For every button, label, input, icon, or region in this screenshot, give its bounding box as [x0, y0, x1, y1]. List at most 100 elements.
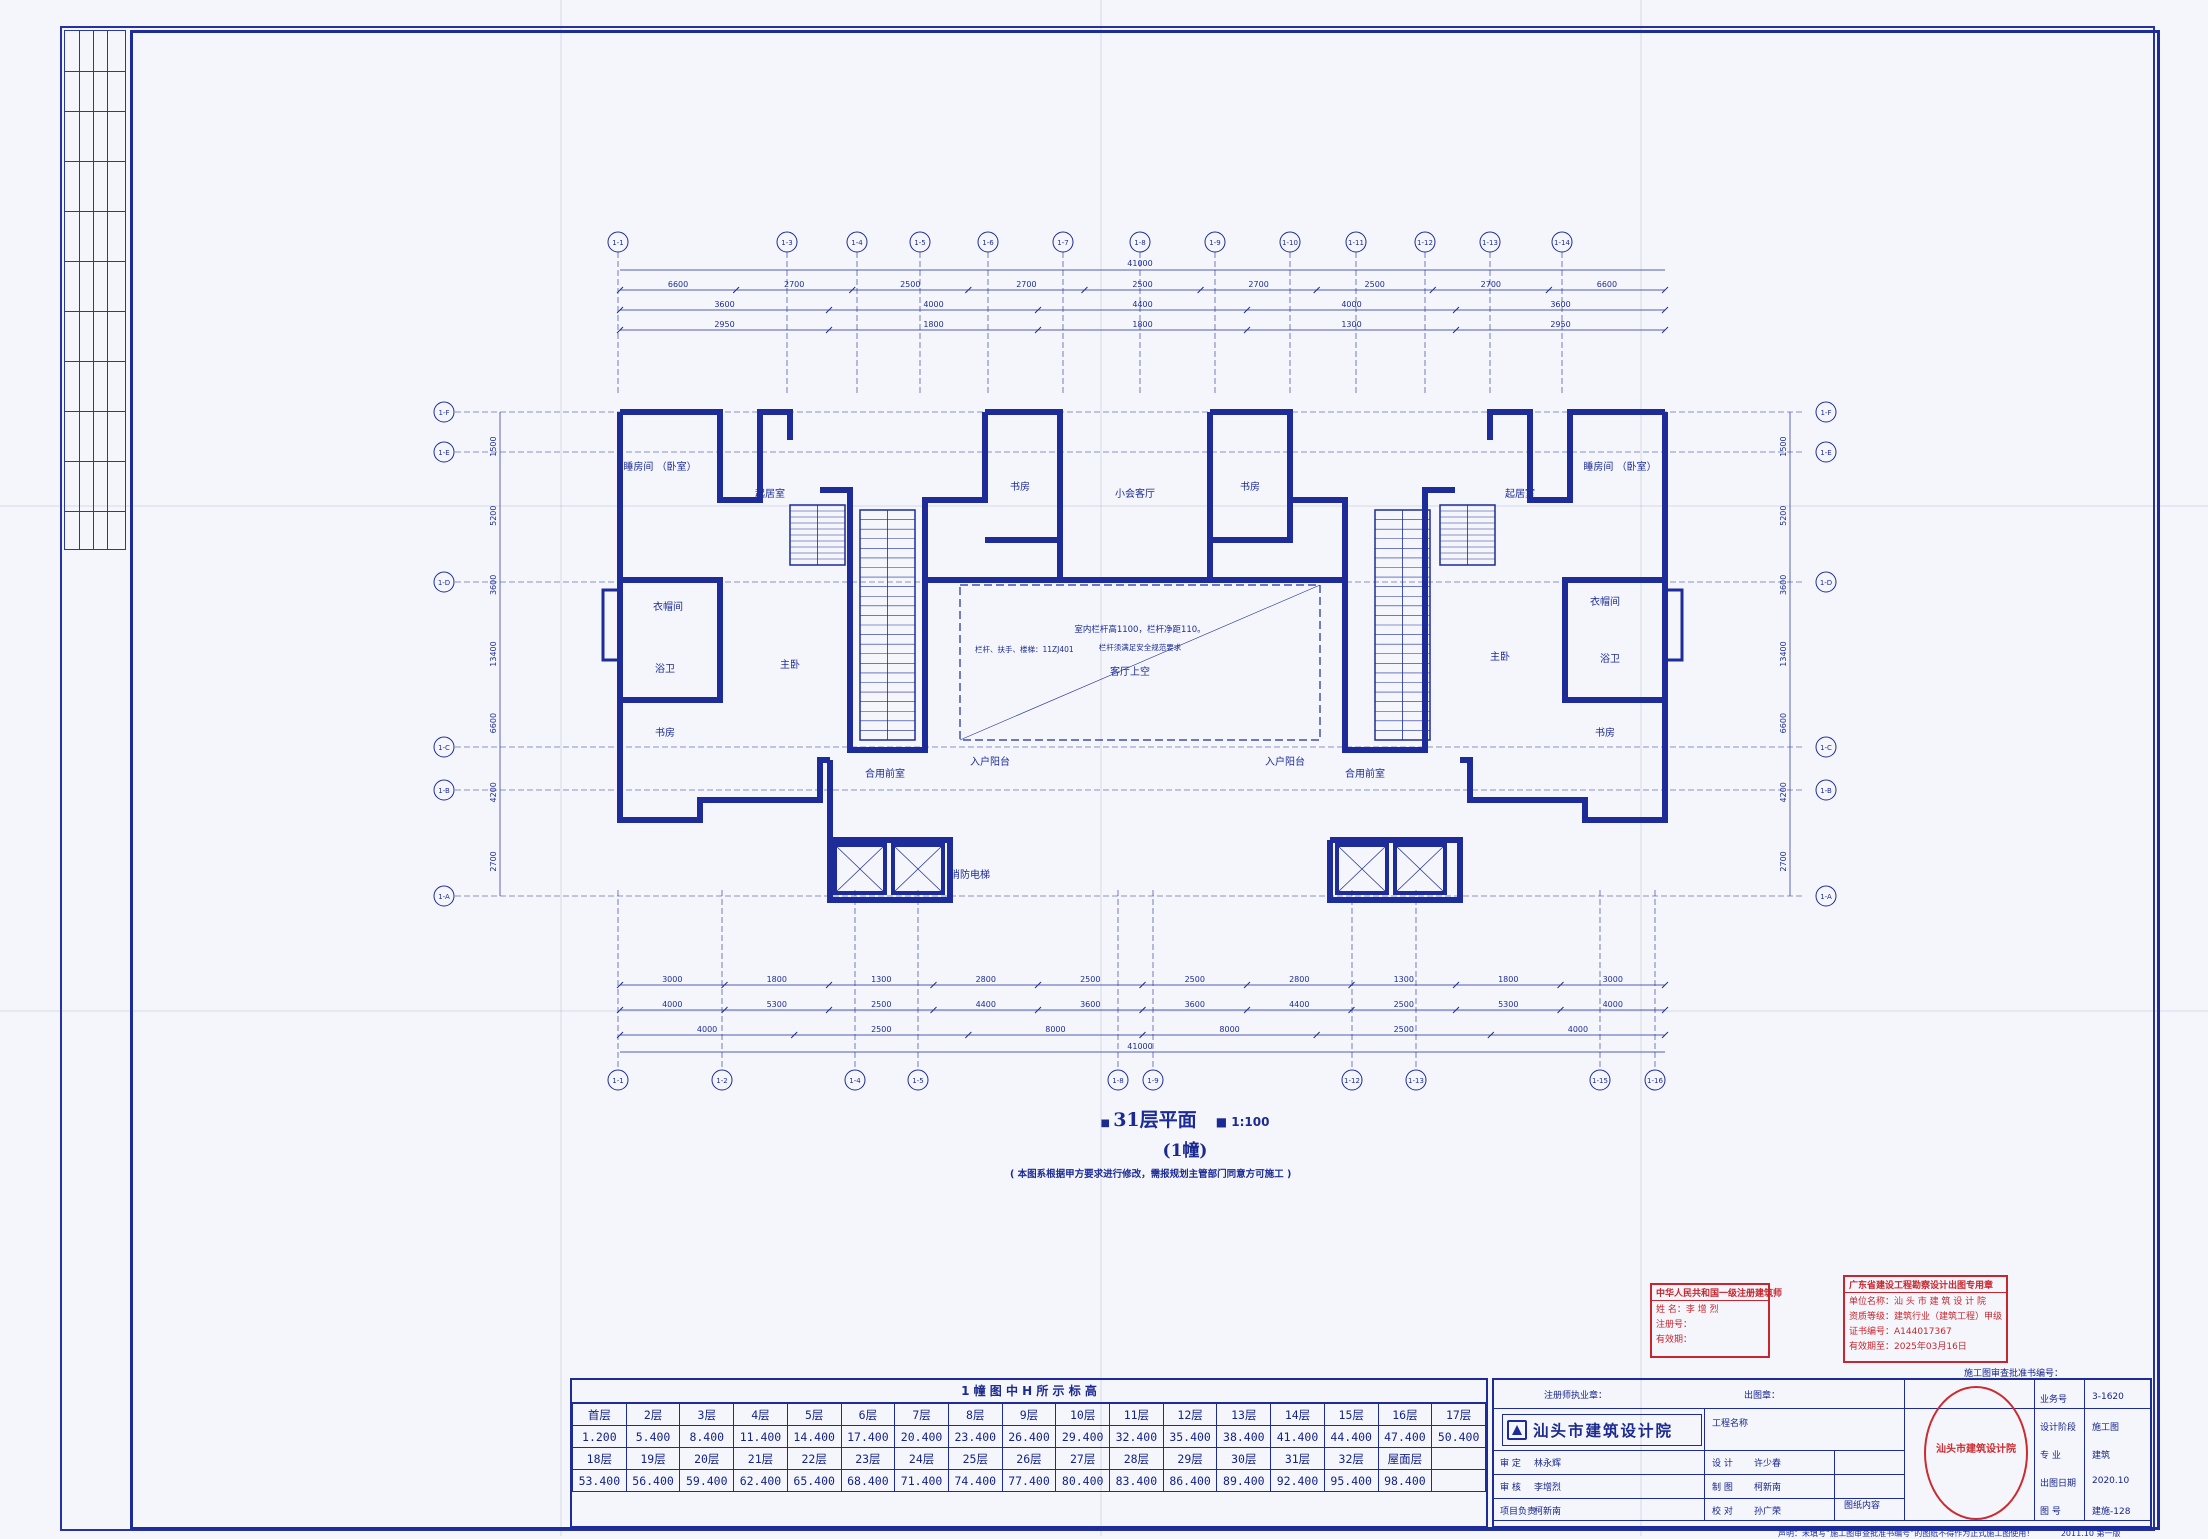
- axis-bubble: [1479, 231, 1501, 253]
- project-no: 3-1620: [2092, 1392, 2124, 1402]
- elevator-shaft: [833, 843, 887, 895]
- elev-height-cell: 29.400: [1055, 1425, 1111, 1448]
- dim-label: 5200: [489, 506, 498, 526]
- axis-bubble: [846, 231, 868, 253]
- room-label: 主卧: [1490, 650, 1510, 663]
- elev-height-cell: 50.400: [1431, 1425, 1486, 1448]
- dim-label: 1800: [923, 320, 943, 329]
- elev-floor-cell: 4层: [733, 1403, 788, 1426]
- void-outline: [959, 584, 1321, 741]
- footer-note: 声明：未填写“施工图审查批准书编号”的图纸不得作为正式施工图使用！ 2011.1…: [1778, 1528, 2120, 1539]
- elev-height-cell: 80.400: [1055, 1469, 1111, 1492]
- axis-label: 1-D: [438, 579, 450, 587]
- plan-note: 室内栏杆高1100，栏杆净距110。: [1074, 624, 1205, 635]
- room-label: 浴卫: [655, 663, 675, 675]
- sheet-label: 图 号: [2040, 1507, 2061, 1517]
- binding-col: [107, 31, 108, 549]
- elev-floor-cell: 11层: [1109, 1403, 1164, 1426]
- axis-bubble: [1644, 1069, 1666, 1091]
- role-name: 李增烈: [1534, 1483, 1562, 1493]
- dim-tick: [1661, 326, 1669, 334]
- dim-tick: [1034, 981, 1042, 989]
- room-label: 起居室: [1505, 487, 1535, 500]
- elev-height-cell: 8.400: [679, 1425, 735, 1448]
- elev-floor-cell: 16层: [1377, 1403, 1433, 1426]
- dim-label: 1800: [1132, 320, 1152, 329]
- axis-label: 1-1: [612, 1077, 623, 1085]
- dim-label: 5200: [1779, 506, 1788, 526]
- elev-height-cell: 89.400: [1216, 1469, 1272, 1492]
- tb-rule: [1494, 1474, 1904, 1475]
- elev-floor-cell: 3层: [679, 1403, 735, 1426]
- axis-label: 1-F: [1820, 409, 1831, 417]
- dim-label: 2500: [1365, 280, 1385, 289]
- elev-floor-cell: 27层: [1055, 1447, 1111, 1470]
- binding-row: [65, 261, 125, 262]
- dim-label: 2500: [1394, 1025, 1414, 1034]
- room-label: 主卧: [780, 658, 800, 671]
- axis-bubble: [607, 231, 629, 253]
- elevator-shaft: [1393, 843, 1447, 895]
- elev-floor-cell: 26层: [1001, 1447, 1057, 1470]
- inner-frame: [130, 30, 2160, 1530]
- dim-tick: [1197, 286, 1204, 294]
- dim-tick: [1429, 286, 1437, 294]
- dim-label: 6600: [1597, 280, 1617, 289]
- title-bullet: ■: [1100, 1118, 1114, 1129]
- elev-height-cell: 1.200: [572, 1425, 627, 1448]
- room-label: 衣帽间: [1590, 595, 1620, 608]
- binding-row: [65, 161, 125, 162]
- elev-height-cell: 71.400: [894, 1469, 949, 1492]
- dim-label: 3600: [1185, 1000, 1205, 1009]
- dim-tick: [1557, 981, 1564, 989]
- elev-floor-cell: 21层: [733, 1447, 788, 1470]
- plan-title: 31层平面: [1113, 1109, 1197, 1131]
- axis-bubble: [1815, 441, 1837, 463]
- elev-height-cell: 95.400: [1323, 1469, 1379, 1492]
- wall: [1487, 409, 1665, 503]
- binding-row: [65, 311, 125, 312]
- room-label: 书房: [1595, 726, 1615, 739]
- elev-floor-cell: 19层: [625, 1447, 681, 1470]
- dim-tick: [616, 326, 624, 334]
- axis-label: 1-F: [438, 409, 449, 417]
- room-labels: 睡房间 （卧室）起居室书房小会客厅书房起居室睡房间 （卧室）衣帽间浴卫主卧书房客…: [623, 460, 1656, 881]
- dim-tick: [616, 306, 624, 314]
- room-label: 入户阳台: [1265, 755, 1305, 768]
- institute-name: 汕头市建筑设计院: [1533, 1422, 1674, 1440]
- tb-rule: [1494, 1408, 2152, 1409]
- dim-tick: [616, 286, 624, 294]
- elev-floor-cell: 17层: [1431, 1403, 1486, 1426]
- binding-row: [65, 411, 125, 412]
- elev-floor-cell: 15层: [1323, 1403, 1379, 1426]
- reg-seal-label: 注册师执业章：: [1544, 1391, 1608, 1401]
- axis-label: 1-E: [1820, 449, 1831, 457]
- axis-bubble: [1589, 1069, 1611, 1091]
- dim-label: 4400: [1289, 1000, 1309, 1009]
- elev-height-cell: 92.400: [1270, 1469, 1325, 1492]
- dim-tick: [964, 286, 972, 294]
- dim-tick: [1139, 1031, 1146, 1039]
- axis-label: 1-C: [1820, 744, 1832, 752]
- elev-height-cell: 26.400: [1001, 1425, 1057, 1448]
- dim-tick: [1348, 1006, 1355, 1014]
- dim-tick: [1313, 1031, 1321, 1039]
- plan-scale-value: 1:100: [1231, 1115, 1270, 1129]
- wall: [620, 409, 793, 503]
- room-label: 起居室: [755, 487, 785, 500]
- elev-height-cell: 53.400: [572, 1469, 627, 1492]
- dim-label: 4000: [1341, 300, 1361, 309]
- elev-floor-cell: 5层: [786, 1403, 842, 1426]
- tb-rule: [2084, 1380, 2085, 1520]
- axis-label: 1-6: [982, 239, 994, 247]
- paper-fold: [1640, 0, 1642, 1536]
- axis-label: 1-9: [1209, 239, 1220, 247]
- role-label: 设 计: [1712, 1459, 1733, 1469]
- binding-strip-table: [64, 30, 126, 550]
- role-name: 林永辉: [1534, 1459, 1562, 1469]
- discipline-label: 专 业: [2040, 1451, 2061, 1461]
- elev-height-cell: 74.400: [947, 1469, 1003, 1492]
- project-label: 工程名称: [1712, 1419, 1749, 1429]
